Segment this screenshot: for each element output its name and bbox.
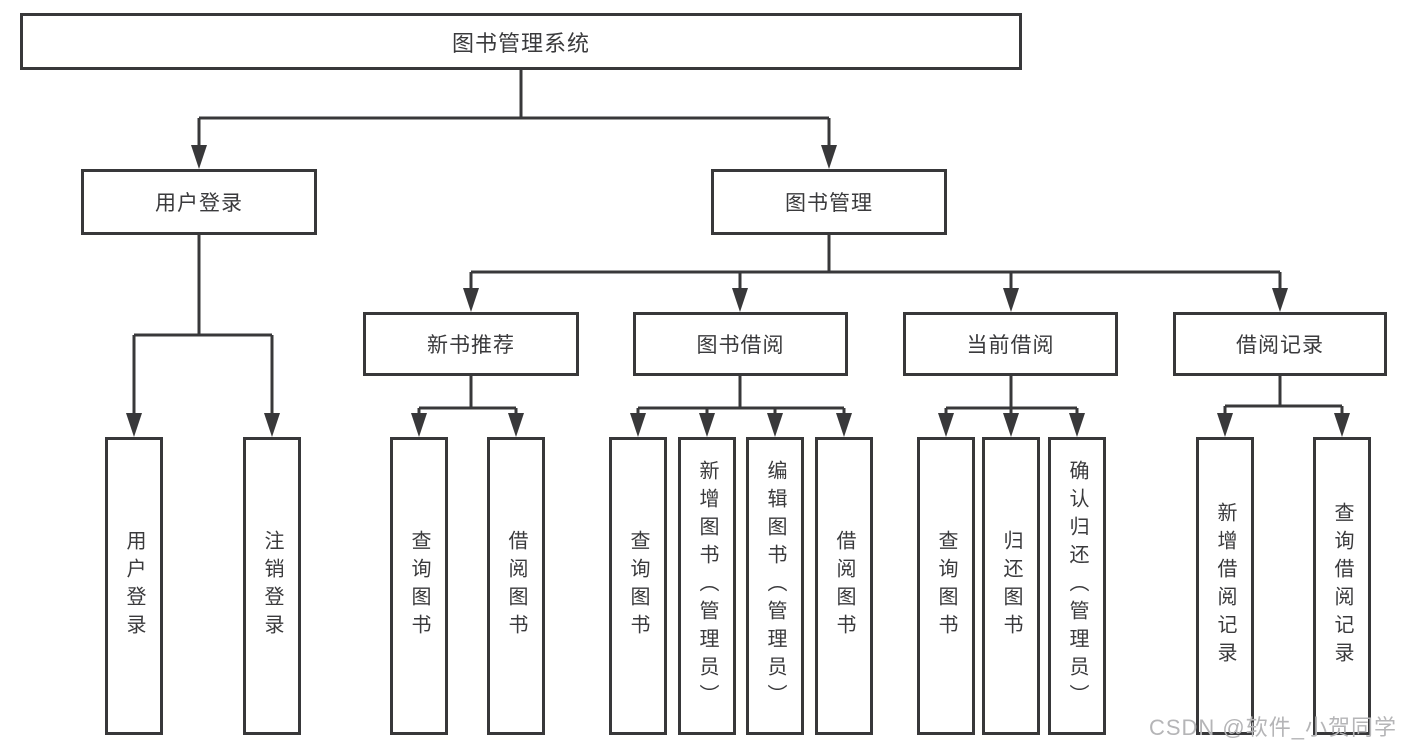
leaf-borrow-query-books: 查询图书 <box>609 437 667 735</box>
node-user-login: 用户登录 <box>81 169 317 235</box>
node-new-book-recommend: 新书推荐 <box>363 312 579 376</box>
node-book-management: 图书管理 <box>711 169 947 235</box>
leaf-confirm-return-admin: 确认归还（管理员） <box>1048 437 1106 735</box>
leaf-recommend-borrow-books: 借阅图书 <box>487 437 545 735</box>
leaf-add-borrow-record: 新增借阅记录 <box>1196 437 1254 735</box>
leaf-current-query-books: 查询图书 <box>917 437 975 735</box>
leaf-borrow-books: 借阅图书 <box>815 437 873 735</box>
leaf-user-login: 用户登录 <box>105 437 163 735</box>
node-current-borrow: 当前借阅 <box>903 312 1118 376</box>
node-root: 图书管理系统 <box>20 13 1022 70</box>
node-book-borrow: 图书借阅 <box>633 312 848 376</box>
node-borrow-records: 借阅记录 <box>1173 312 1387 376</box>
leaf-logout: 注销登录 <box>243 437 301 735</box>
watermark: CSDN @软件_小贺同学 <box>1148 715 1397 740</box>
leaf-return-books: 归还图书 <box>982 437 1040 735</box>
leaf-query-borrow-record: 查询借阅记录 <box>1313 437 1371 735</box>
leaf-edit-books-admin: 编辑图书（管理员） <box>746 437 804 735</box>
leaf-add-books-admin: 新增图书（管理员） <box>678 437 736 735</box>
leaf-recommend-query-books: 查询图书 <box>390 437 448 735</box>
